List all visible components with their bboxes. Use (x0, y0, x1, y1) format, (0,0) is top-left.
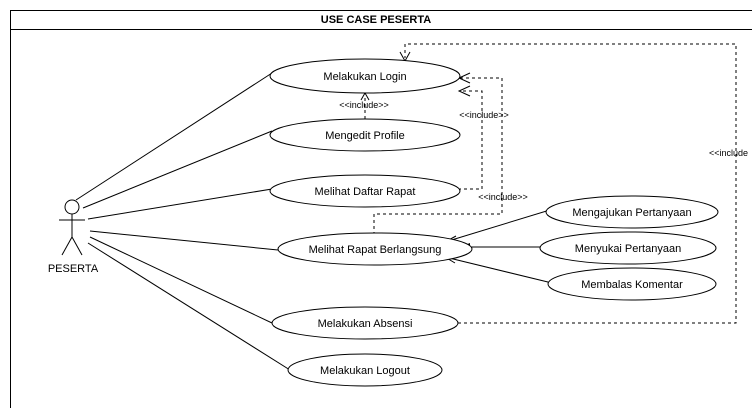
link-balas-komentar (444, 256, 553, 284)
include-daftar-rapat-arrow (457, 85, 471, 97)
use-case-login-label: Melakukan Login (323, 71, 406, 83)
actor-right-leg (71, 236, 83, 256)
use-case-absensi-label: Melakukan Absensi (318, 318, 413, 330)
actor-label: PESERTA (48, 263, 99, 275)
use-case-daftar-rapat: Melihat Daftar Rapat (269, 174, 461, 208)
link-ajukan-pertanyaan (444, 205, 564, 243)
assoc-edit-profile (82, 130, 273, 209)
include-rapat-berlangsung-line (373, 77, 503, 235)
use-case-rapat-berlangsung: Melihat Rapat Berlangsung (277, 232, 473, 266)
include-daftar-rapat-label: <<include>> (459, 110, 509, 120)
assoc-logout (87, 242, 291, 371)
use-case-balas-komentar-label: Membalas Komentar (581, 279, 683, 291)
use-case-login: Melakukan Login (269, 58, 461, 94)
use-case-logout: Melakukan Logout (287, 353, 443, 387)
assoc-daftar-rapat (87, 188, 273, 220)
use-case-logout-label: Melakukan Logout (320, 365, 410, 377)
assoc-login (75, 72, 273, 201)
include-edit-profile-label: <<include>> (339, 100, 389, 110)
actor-left-leg (61, 236, 73, 256)
use-case-absensi: Melakukan Absensi (271, 306, 459, 340)
use-case-sukai-pertanyaan-label: Menyukai Pertanyaan (575, 243, 681, 255)
include-daftar-rapat-line (458, 90, 483, 190)
use-case-edit-profile: Mengedit Profile (269, 118, 461, 152)
include-rapat-berlangsung-label: <<include>> (478, 192, 528, 202)
assoc-absensi (89, 236, 273, 324)
use-case-edit-profile-label: Mengedit Profile (325, 130, 405, 142)
use-case-rapat-berlangsung-label: Melihat Rapat Berlangsung (309, 244, 442, 256)
actor-peserta (59, 199, 85, 256)
use-case-balas-komentar: Membalas Komentar (547, 267, 717, 301)
use-case-ajukan-pertanyaan: Mengajukan Pertanyaan (545, 195, 719, 229)
use-case-sukai-pertanyaan: Menyukai Pertanyaan (539, 231, 717, 265)
use-case-ajukan-pertanyaan-label: Mengajukan Pertanyaan (572, 207, 691, 219)
assoc-rapat-berlangsung (89, 230, 279, 251)
use-case-daftar-rapat-label: Melihat Daftar Rapat (315, 186, 416, 198)
diagram-title: USE CASE PESERTA (321, 14, 431, 26)
include-absensi-label: <<include (709, 148, 748, 158)
